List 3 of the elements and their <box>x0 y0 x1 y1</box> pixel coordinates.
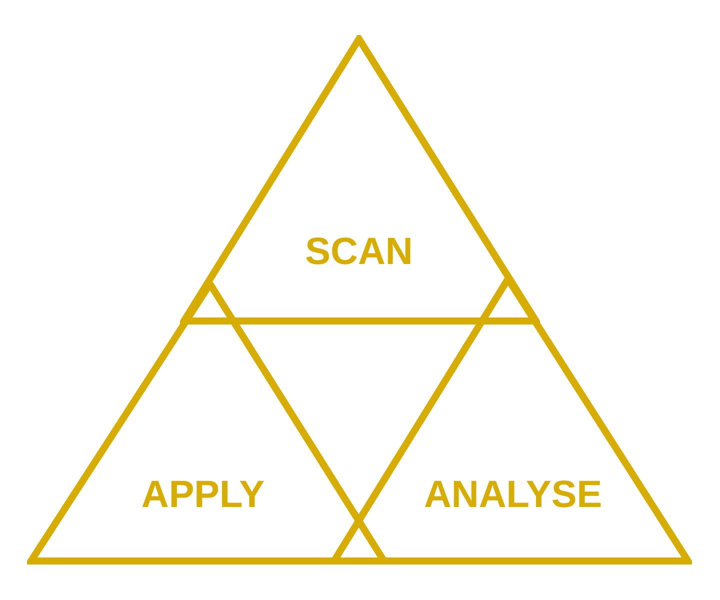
triangle-label: APPLY <box>141 476 265 514</box>
triangle-label: ANALYSE <box>424 476 602 514</box>
triangle-label: SCAN <box>305 233 413 271</box>
